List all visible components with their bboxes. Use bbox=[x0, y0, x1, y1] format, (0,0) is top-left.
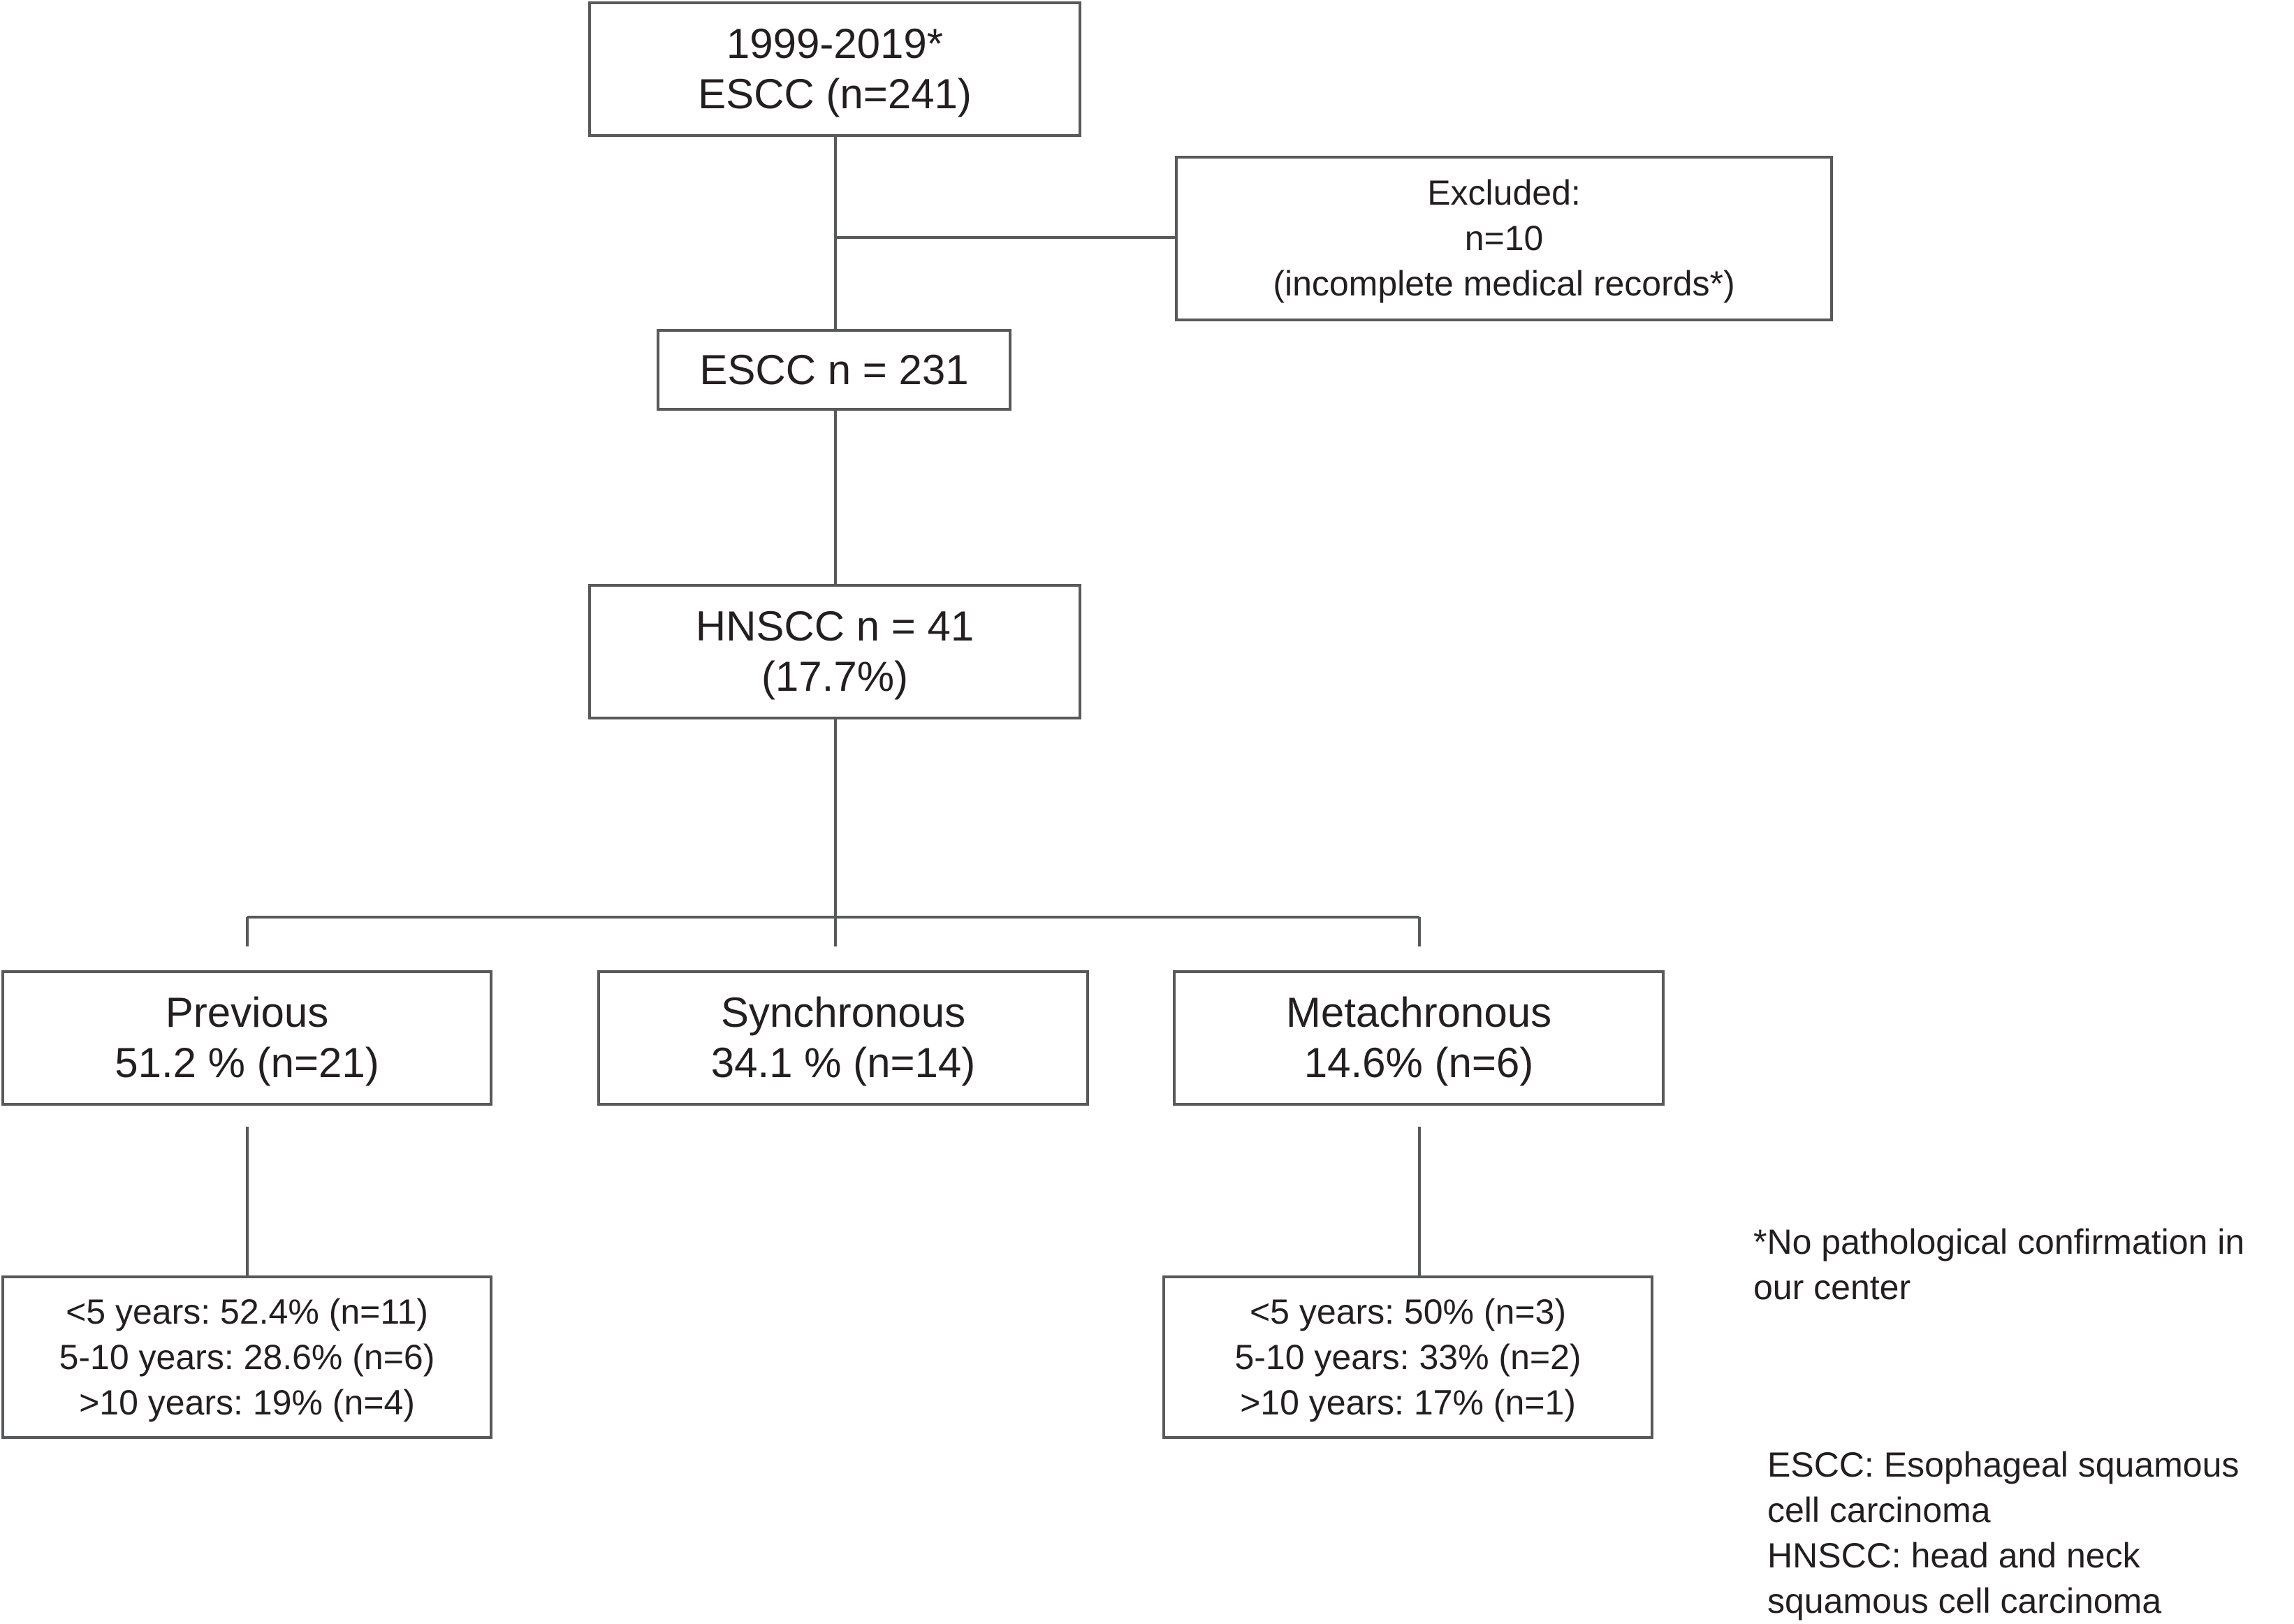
box-hnscc-41: HNSCC n = 41 (17.7%) bbox=[588, 584, 1081, 719]
box-metachronous-line1: Metachronous bbox=[1285, 989, 1552, 1036]
abbreviations-line1: ESCC: Esophageal squamous bbox=[1767, 1445, 2240, 1484]
footnote-line1: *No pathological confirmation in bbox=[1753, 1222, 2245, 1261]
box-escc-231: ESCC n = 231 bbox=[657, 329, 1011, 411]
box-metachronous-years-line3: >10 years: 17% (n=1) bbox=[1240, 1382, 1576, 1422]
box-escc-231-line1: ESCC n = 231 bbox=[699, 346, 969, 393]
box-start-line2: ESCC (n=241) bbox=[698, 71, 972, 117]
box-previous: Previous 51.2 % (n=21) bbox=[1, 970, 492, 1106]
box-metachronous-years-line2: 5-10 years: 33% (n=2) bbox=[1234, 1337, 1581, 1377]
box-previous-years: <5 years: 52.4% (n=11) 5-10 years: 28.6%… bbox=[1, 1275, 492, 1439]
box-previous-line1: Previous bbox=[165, 989, 329, 1036]
box-synchronous: Synchronous 34.1 % (n=14) bbox=[597, 970, 1089, 1106]
box-metachronous-years-line1: <5 years: 50% (n=3) bbox=[1249, 1292, 1567, 1331]
box-synchronous-line2: 34.1 % (n=14) bbox=[710, 1039, 976, 1086]
box-start-escc-241: 1999-2019* ESCC (n=241) bbox=[588, 1, 1081, 137]
box-excluded-line3: (incomplete medical records*) bbox=[1273, 264, 1735, 303]
footnote-line2: our center bbox=[1753, 1268, 1911, 1307]
box-excluded-line2: n=10 bbox=[1464, 219, 1544, 258]
abbreviations-line4: squamous cell carcinoma bbox=[1767, 1581, 2162, 1621]
box-metachronous: Metachronous 14.6% (n=6) bbox=[1173, 970, 1665, 1106]
box-hnscc-line1: HNSCC n = 41 bbox=[695, 603, 974, 650]
box-start-line1: 1999-2019* bbox=[726, 20, 944, 67]
abbreviations-line3: HNSCC: head and neck bbox=[1767, 1536, 2140, 1575]
box-excluded: Excluded: n=10 (incomplete medical recor… bbox=[1175, 156, 1833, 321]
abbreviations-line2: cell carcinoma bbox=[1767, 1491, 1991, 1530]
box-previous-years-line3: >10 years: 19% (n=4) bbox=[79, 1382, 415, 1422]
footnote-no-pathological-confirmation: *No pathological confirmation in our cen… bbox=[1753, 1220, 2244, 1310]
box-metachronous-line2: 14.6% (n=6) bbox=[1303, 1039, 1534, 1086]
box-hnscc-line2: (17.7%) bbox=[761, 653, 909, 700]
box-previous-years-line2: 5-10 years: 28.6% (n=6) bbox=[59, 1337, 435, 1377]
box-previous-line2: 51.2 % (n=21) bbox=[115, 1039, 379, 1086]
box-synchronous-line1: Synchronous bbox=[720, 989, 966, 1036]
abbreviations-legend: ESCC: Esophageal squamous cell carcinoma… bbox=[1767, 1442, 2239, 1624]
box-metachronous-years: <5 years: 50% (n=3) 5-10 years: 33% (n=2… bbox=[1162, 1275, 1653, 1439]
box-previous-years-line1: <5 years: 52.4% (n=11) bbox=[66, 1292, 428, 1331]
box-excluded-line1: Excluded: bbox=[1427, 173, 1581, 212]
